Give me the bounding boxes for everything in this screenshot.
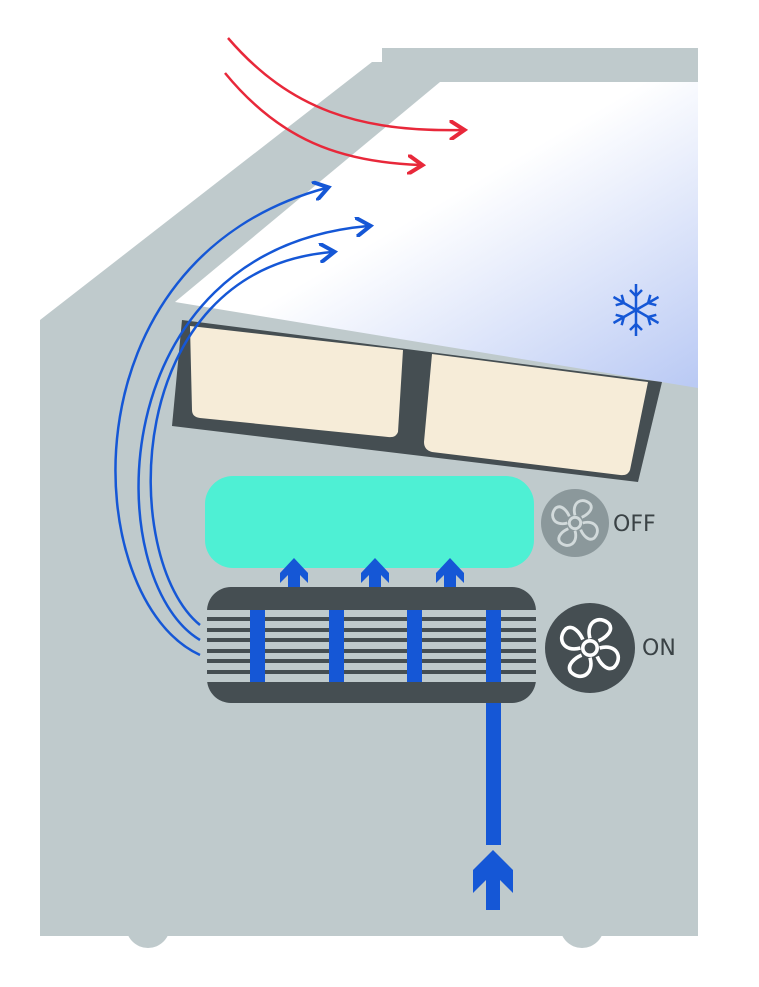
food-container (424, 354, 648, 476)
airflow-arrows-up (280, 558, 464, 588)
fan-on-icon (545, 603, 635, 693)
evaporator-coil (207, 587, 536, 703)
cold-air-curtain-arrows (114, 188, 368, 657)
defrost-element (205, 476, 534, 568)
fan-off-label: OFF (613, 512, 656, 537)
food-container (190, 326, 403, 438)
snowflake-icon (609, 284, 663, 338)
fan-on-label: ON (642, 636, 676, 661)
warm-air-arrows (224, 37, 462, 165)
food-tray (172, 320, 662, 482)
cold-air-inlet-arrow (473, 703, 513, 910)
refrigerated-display-area (175, 82, 698, 388)
fan-off-icon (541, 489, 609, 557)
